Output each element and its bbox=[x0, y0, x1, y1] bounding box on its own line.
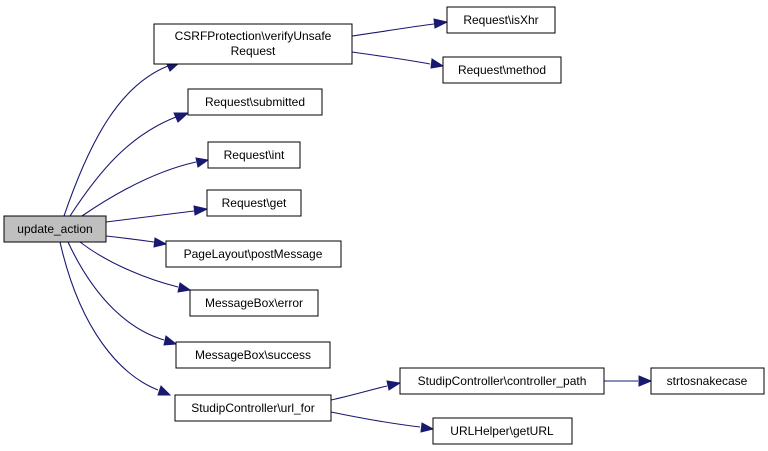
edge-csrf-verify-to-request-method bbox=[351, 51, 445, 69]
node-label: MessageBox\success bbox=[195, 348, 311, 362]
node-label-line-2: Request bbox=[231, 44, 276, 58]
node-update-action[interactable]: update_action bbox=[3, 215, 107, 243]
node-request-method[interactable]: Request\method bbox=[442, 56, 562, 84]
node-label: strtosnakecase bbox=[667, 374, 748, 388]
node-request-get[interactable]: Request\get bbox=[206, 189, 302, 217]
node-strtosnakecase[interactable]: strtosnakecase bbox=[650, 367, 765, 395]
node-label: StudipController\controller_path bbox=[418, 374, 587, 388]
node-label: MessageBox\error bbox=[205, 296, 303, 310]
node-label: StudipController\url_for bbox=[191, 401, 314, 415]
node-label: PageLayout\postMessage bbox=[184, 247, 323, 261]
edge-update-action-to-csrf-verify bbox=[63, 61, 182, 217]
node-label-line-1: CSRFProtection\verifyUnsafe bbox=[175, 29, 332, 43]
node-pagelayout-postmessage[interactable]: PageLayout\postMessage bbox=[165, 240, 342, 268]
node-request-isxhr[interactable]: Request\isXhr bbox=[446, 6, 556, 34]
node-messagebox-success[interactable]: MessageBox\success bbox=[175, 341, 331, 369]
node-label: URLHelper\getURL bbox=[450, 424, 554, 438]
node-request-submitted[interactable]: Request\submitted bbox=[187, 88, 323, 116]
node-label: Request\isXhr bbox=[463, 13, 538, 27]
edge-csrf-verify-to-request-isxhr bbox=[351, 18, 449, 37]
edge-update-action-to-messagebox-success bbox=[67, 241, 178, 346]
edge-update-action-to-messagebox-error bbox=[79, 241, 192, 293]
node-studipcontroller-controller-path[interactable]: StudipController\controller_path bbox=[399, 367, 605, 395]
node-label: Request\submitted bbox=[205, 95, 305, 109]
node-label: Request\get bbox=[222, 196, 287, 210]
node-studipcontroller-url-for[interactable]: StudipController\url_for bbox=[174, 394, 332, 422]
edge-update-action-to-request-int bbox=[81, 157, 210, 217]
node-label: Request\method bbox=[458, 63, 546, 77]
node-messagebox-error[interactable]: MessageBox\error bbox=[189, 289, 319, 317]
edge-update-action-to-request-get bbox=[105, 205, 209, 223]
edge-update-action-to-studipcontroller-url-for bbox=[59, 241, 172, 396]
node-urlhelper-geturl[interactable]: URLHelper\getURL bbox=[432, 417, 573, 445]
node-label: update_action bbox=[17, 222, 92, 236]
node-label: Request\int bbox=[224, 148, 285, 162]
edge-update-action-to-request-submitted bbox=[69, 112, 190, 217]
edge-update-action-to-pagelayout-postmessage bbox=[105, 235, 168, 248]
edge-controller-path-to-strtosnakecase bbox=[604, 375, 653, 387]
edge-url-for-to-urlhelper-geturl bbox=[330, 411, 435, 433]
node-request-int[interactable]: Request\int bbox=[207, 141, 301, 169]
node-csrf-verify[interactable]: CSRFProtection\verifyUnsafe Request bbox=[153, 23, 353, 65]
edge-url-for-to-controller-path bbox=[330, 380, 402, 401]
